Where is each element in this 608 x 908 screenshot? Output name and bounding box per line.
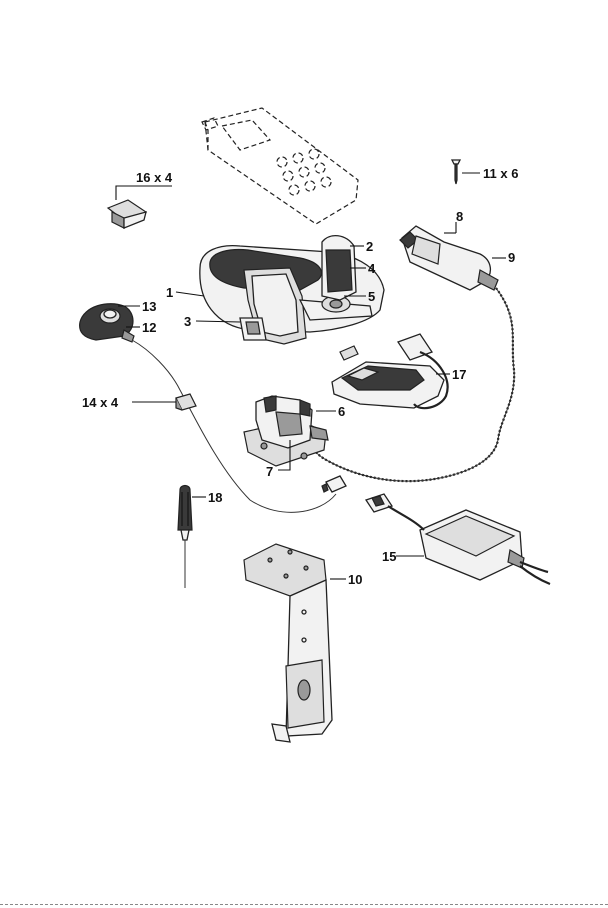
screw-part-11 [452,160,480,184]
label-15: 15 [382,549,396,564]
remote-button [80,304,134,342]
label-13: 13 [142,299,156,314]
label-4: 4 [368,261,376,276]
label-2: 2 [366,239,373,254]
label-12: 12 [142,320,156,335]
label-9: 9 [508,250,515,265]
screwdriver-part-18 [178,486,192,589]
label-6: 6 [338,404,345,419]
label-7: 7 [266,464,273,479]
holder-body [200,236,384,344]
audio-jack [322,476,346,492]
label-16: 16 x 4 [136,170,173,185]
label-8: 8 [456,209,463,224]
label-11: 11 x 6 [483,166,518,181]
car-plug [400,226,498,290]
label-10: 10 [348,572,362,587]
mount-part-6 [244,396,328,466]
clip-part-16 [108,186,172,228]
label-1: 1 [166,285,173,300]
label-17: 17 [452,367,466,382]
label-14: 14 x 4 [82,395,119,410]
bracket-part-10 [244,544,332,742]
label-3: 3 [184,314,191,329]
cable-clip-part-14 [176,394,196,410]
adapter-part-17 [332,334,448,408]
label-18: 18 [208,490,222,505]
phone-outline [202,108,358,224]
page-edge-rule [0,904,608,905]
label-5: 5 [368,289,375,304]
power-supply-part-15 [366,494,550,584]
